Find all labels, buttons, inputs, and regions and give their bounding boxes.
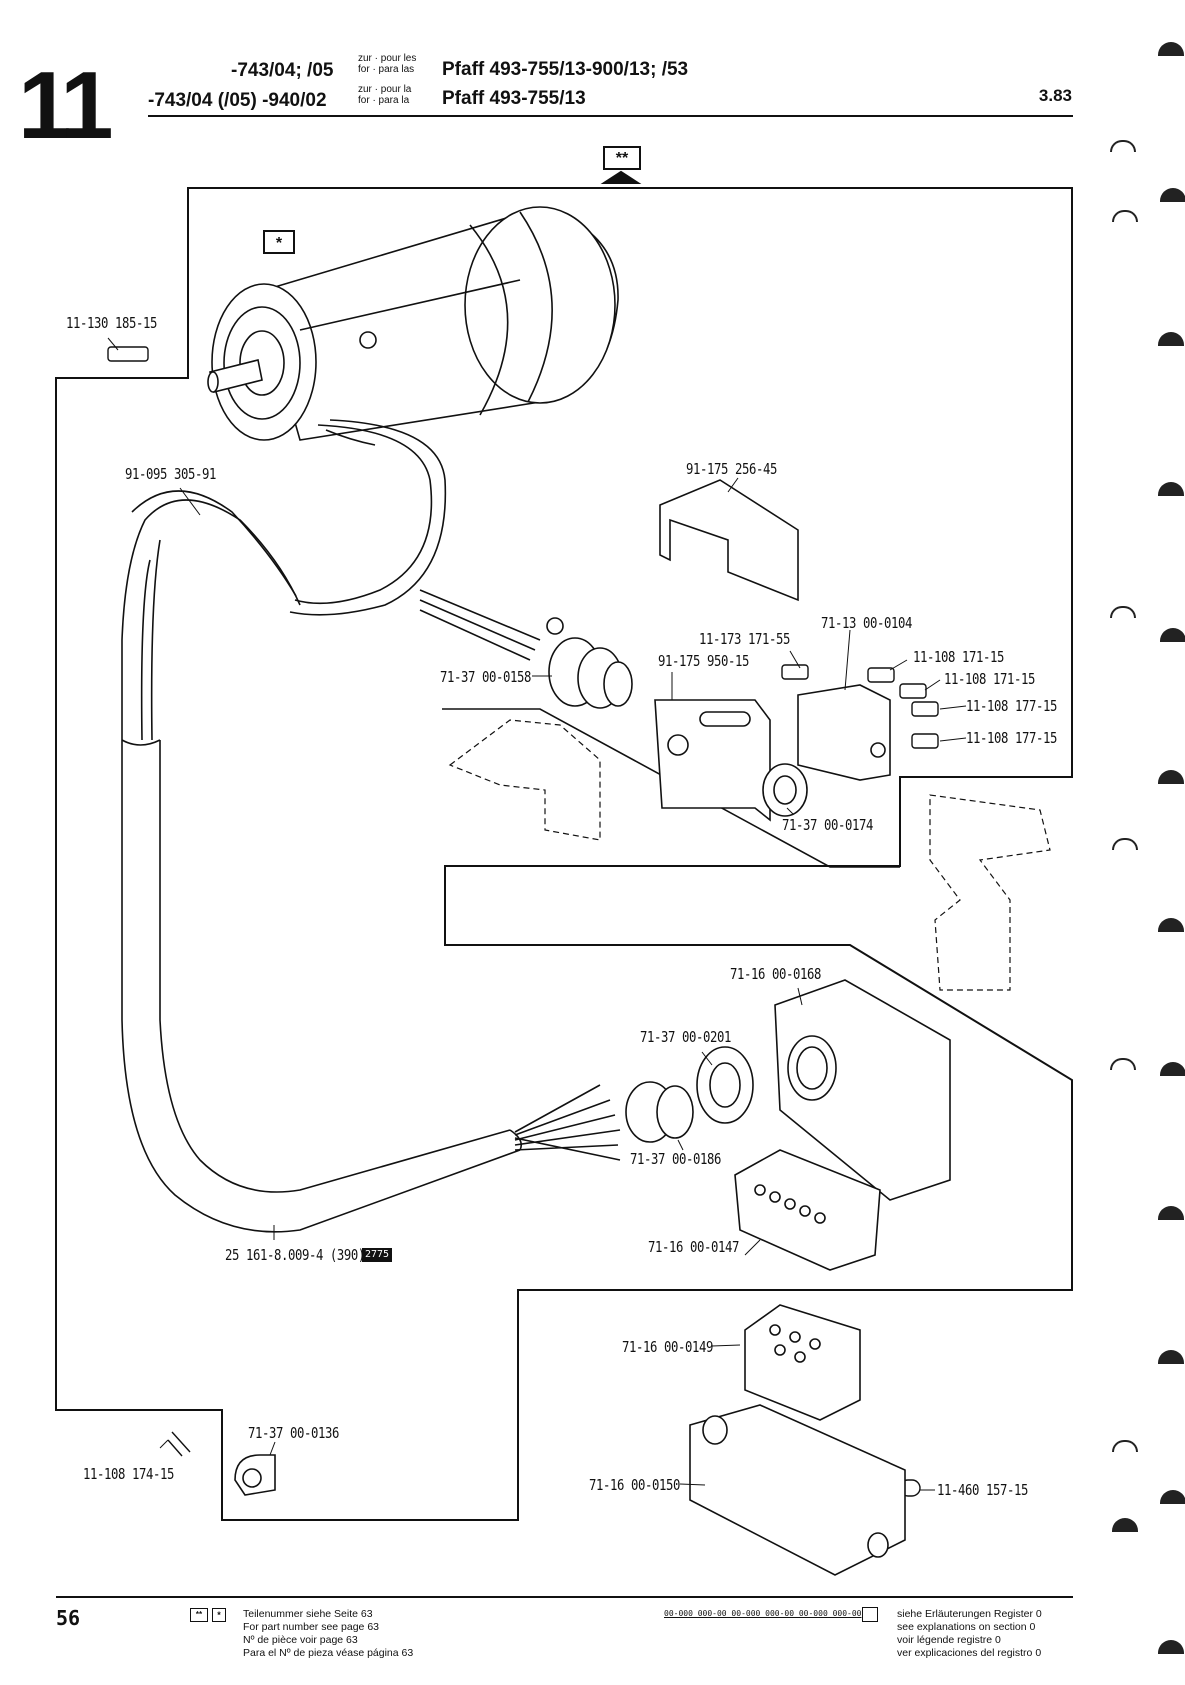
binder-mark [1158,1640,1184,1654]
part-label: 11-173 171-55 [699,630,790,648]
footer-legend-box [862,1607,878,1622]
part-label: 71-37 00-0186 [630,1150,721,1168]
footer-legend-es: ver explicaciones del registro 0 [897,1647,1042,1659]
switch-cover [659,479,799,602]
footer-legend-de: siehe Erläuterungen Register 0 [897,1608,1042,1620]
binder-mark [1160,1490,1185,1504]
leader-lines [107,337,967,1491]
switch [797,684,891,781]
part-label: 71-37 00-0201 [640,1028,731,1046]
female-insert [744,1304,861,1421]
footer-legend: siehe Erläuterungen Register 0 see expla… [897,1608,1042,1660]
nut [762,763,808,817]
part-label: 71-37 00-0158 [440,668,531,686]
part-label: 91-095 305-91 [125,465,216,483]
binder-mark [1158,482,1184,496]
binder-mark [1158,332,1184,346]
header-machine-line1: Pfaff 493-755/13-900/13; /53 [442,59,689,80]
main-cable [121,539,621,1233]
header-small-text: zur · pour les [358,53,417,64]
footer-note-es: Para el Nº de pieza véase página 63 [243,1647,414,1659]
connector-housing [689,1404,906,1576]
footer-code-example: 00-000 000-00 00-000 000-00 00-000 000-0… [664,1609,862,1618]
part-label: 25 161-8.009-4 (390) [225,1246,365,1264]
bracket-dashed-left [448,719,601,841]
motor [207,206,619,446]
bracket-dashed-right [929,794,1051,991]
header-small-line1: zur · pour les for · para las [358,53,416,75]
assembly-frame [55,187,1073,1521]
header-small-text: for · para la [358,95,410,106]
header-small-text: for · para las [358,64,415,75]
binder-mark [1158,770,1184,784]
part-label: 71-16 00-0168 [730,965,821,983]
part-label: 71-13 00-0104 [821,614,912,632]
reducer-gland-2 [625,1046,754,1143]
binder-mark [1158,918,1184,932]
header-models-line2: -743/04 (/05) -940/02 [148,90,327,111]
part-label: 11-108 177-15 [966,729,1057,747]
part-label: 11-108 177-15 [966,697,1057,715]
footer-legend-en: see explanations on section 0 [897,1621,1036,1633]
part-label: 71-37 00-0174 [782,816,873,834]
footer-note-de: Teilenummer siehe Seite 63 [243,1608,373,1620]
header-models-line1: -743/04; /05 [231,60,334,81]
part-label: 11-108 171-15 [913,648,1004,666]
switch-plate [654,699,771,822]
header-small-line2: zur · pour la for · para la [358,84,411,106]
footer-note-en: For part number see page 63 [243,1621,379,1633]
single-star-marker: * [263,230,295,254]
part-label: 11-108 174-15 [83,1465,174,1483]
cable-clip [234,1454,276,1496]
binder-mark [1158,1206,1184,1220]
part-label: 11-130 185-15 [66,314,157,332]
part-label: 91-175 950-15 [658,652,749,670]
double-star-marker: ** [603,146,641,170]
part-label: 71-16 00-0149 [622,1338,713,1356]
binder-mark [1112,1518,1138,1532]
footer-note: Teilenummer siehe Seite 63 For part numb… [243,1608,413,1660]
motor-cable [121,419,564,740]
binder-mark [1160,628,1185,642]
footer-single-star-box: * [212,1608,226,1622]
footer-note-fr: Nº de pièce voir page 63 [243,1634,358,1646]
cable-gland-1 [548,637,633,709]
binder-mark [1160,188,1185,202]
part-label: 71-16 00-0150 [589,1476,680,1494]
cable-ref-box: 2775 [362,1248,392,1262]
footer-rule [56,1596,1073,1598]
footer-legend-fr: voir légende registre 0 [897,1634,1001,1646]
binder-mark [1158,42,1184,56]
footer-double-star-box: ** [190,1608,208,1622]
male-insert [734,1149,881,1271]
binder-mark [1158,1350,1184,1364]
page-reference: 3.83 [1038,86,1072,105]
header-small-text: zur · pour la [358,84,412,95]
part-label: 91-175 256-45 [686,460,777,478]
page-number: 56 [56,1606,81,1630]
connector-hood [774,979,951,1201]
double-star-arrow [600,170,642,184]
binder-mark [1160,1062,1185,1076]
part-label: 11-460 157-15 [937,1481,1028,1499]
screws [107,346,939,1497]
header-machine-line2: Pfaff 493-755/13 [442,88,586,109]
part-label: 71-37 00-0136 [248,1424,339,1442]
section-number: 11 [18,52,114,159]
part-label: 71-16 00-0147 [648,1238,739,1256]
part-label: 11-108 171-15 [944,670,1035,688]
header-rule [148,115,1073,117]
